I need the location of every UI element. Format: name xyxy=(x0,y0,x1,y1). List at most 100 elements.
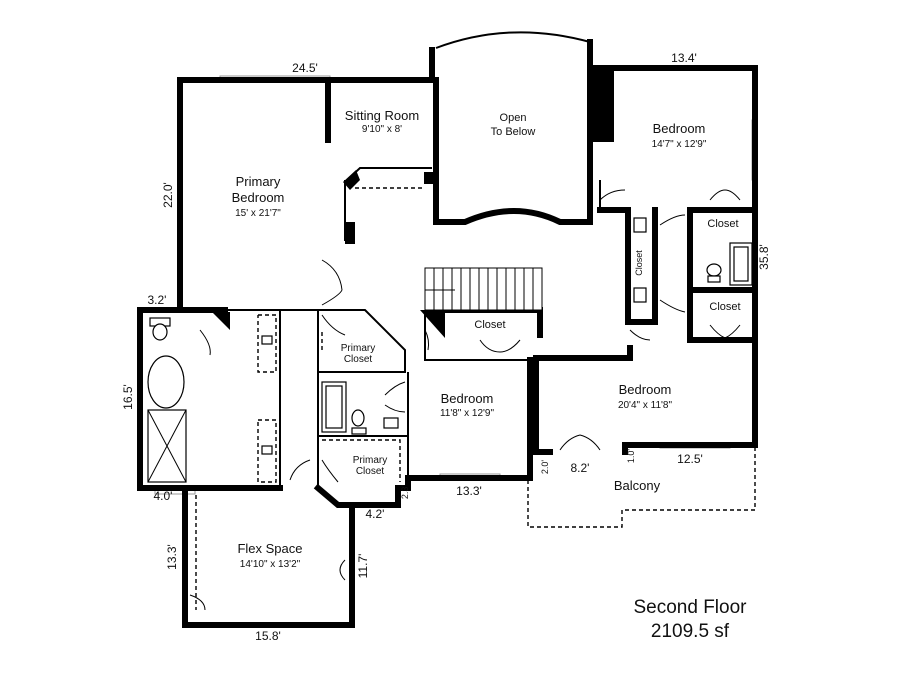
bathtub-2-inner xyxy=(325,385,343,429)
dash-vanity-2 xyxy=(257,419,277,483)
label-primary-closet-2-line1: Primary xyxy=(353,455,387,466)
dim-top-bedroom: 13.4' xyxy=(671,51,697,65)
dim-bath-left: 16.5' xyxy=(121,384,135,410)
label-sitting-room: Sitting Room xyxy=(345,108,419,123)
door-arc-balcony-1[interactable] xyxy=(559,434,581,451)
bathtub-oval xyxy=(147,355,185,409)
dim-small-2-0: 2.0' xyxy=(540,460,550,475)
label-primary-line1: Primary xyxy=(236,174,281,189)
dim-bedroom-bottom: 13.3' xyxy=(456,484,482,498)
dim-small-2-3: 2.3' xyxy=(400,485,410,500)
door-arc-flex-left[interactable] xyxy=(189,594,206,611)
label-bedroom-center: Bedroom xyxy=(441,391,494,406)
sink-ne-1 xyxy=(633,217,647,233)
door-arc-ne-hall-2[interactable] xyxy=(659,299,686,313)
door-arc-primary-1[interactable] xyxy=(321,259,343,291)
door-arc-bath[interactable] xyxy=(199,329,211,356)
toilet-ne-tank xyxy=(707,275,721,283)
label-open-line1: Open xyxy=(500,112,527,124)
dim-small-1-0: 1.0' xyxy=(626,449,636,464)
sink-2 xyxy=(261,445,273,455)
door-arc-closet-ne-1[interactable] xyxy=(709,189,726,201)
dim-flex-top-left: 4.0' xyxy=(154,489,173,503)
wall-block-open xyxy=(424,172,436,184)
wall-east-west xyxy=(533,345,633,455)
wall-primary-north xyxy=(177,47,435,313)
label-closet-center: Closet xyxy=(474,319,505,331)
wall-block-bath xyxy=(212,312,230,330)
label-balcony: Balcony xyxy=(614,478,661,493)
door-arc-flex-2[interactable] xyxy=(321,459,339,483)
label-closet-ne-bottom: Closet xyxy=(709,301,740,313)
wall-bath-west xyxy=(137,307,188,491)
sink-1 xyxy=(261,335,273,345)
wall-open-west xyxy=(429,47,439,223)
label-closet-ne-top: Closet xyxy=(707,218,738,230)
dashed-lines xyxy=(195,187,756,610)
sink-3 xyxy=(383,417,399,429)
label-closet-ne-mid: Closet xyxy=(634,250,644,276)
door-arc-east[interactable] xyxy=(629,329,651,341)
dim-balcony-right: 12.5' xyxy=(677,452,703,466)
dimension-labels: 24.5' 13.4' 22.0' 3.2' 16.5' 35.8' 4.0' … xyxy=(121,51,771,643)
label-bedroom-center-dims: 11'8" x 12'9" xyxy=(440,408,495,419)
door-arc-ne-bedroom[interactable] xyxy=(599,189,626,201)
wall-open-south xyxy=(433,208,593,225)
label-bedroom-east: Bedroom xyxy=(619,382,672,397)
label-bedroom-ne: Bedroom xyxy=(653,121,706,136)
bathtub-ne-inner xyxy=(733,246,749,282)
doors xyxy=(189,189,741,611)
door-arc-closet-ne-3[interactable] xyxy=(709,324,726,339)
sink-ne-2 xyxy=(633,287,647,303)
door-arc-primary-2[interactable] xyxy=(321,289,343,306)
door-arc-closet-center-1[interactable] xyxy=(479,339,501,353)
label-open-line2: To Below xyxy=(491,126,536,138)
wall-ne-outer xyxy=(587,65,758,448)
dim-bath-top: 3.2' xyxy=(148,293,167,307)
door-arc-closet-ne-2[interactable] xyxy=(724,189,741,201)
dash-balcony xyxy=(527,448,756,528)
door-arc-balcony-2[interactable] xyxy=(579,434,601,451)
dim-balcony-door: 8.2' xyxy=(571,461,590,475)
label-flex-space: Flex Space xyxy=(237,541,302,556)
dim-top-primary: 24.5' xyxy=(292,61,318,75)
label-bedroom-ne-dims: 14'7" x 12'9" xyxy=(652,139,707,150)
floor-area: 2109.5 sf xyxy=(651,621,730,642)
label-bedroom-east-dims: 20'4" x 11'8" xyxy=(618,400,673,411)
wall-block-sitting xyxy=(345,222,355,244)
wall-open-arc-top xyxy=(435,31,591,49)
wall-block-corner xyxy=(343,170,360,190)
shower-cross-2 xyxy=(147,409,187,483)
label-primary-closet-1-line1: Primary xyxy=(341,343,375,354)
wall-ne-closets xyxy=(597,207,658,325)
dim-right-east: 35.8' xyxy=(757,244,771,270)
door-arc-bath2-b[interactable] xyxy=(384,404,406,413)
wall-flex-ne xyxy=(313,483,355,508)
label-primary-closet-2-line2: Closet xyxy=(356,466,385,477)
label-sitting-room-dims: 9'10" x 8' xyxy=(362,124,402,135)
dim-flex-right: 11.7' xyxy=(356,554,370,579)
door-arc-flex-side[interactable] xyxy=(339,559,346,581)
room-labels: Sitting Room 9'10" x 8' Open To Below Be… xyxy=(232,108,741,570)
dim-flex-left: 13.3' xyxy=(165,544,179,570)
label-primary-dims: 15' x 21'7" xyxy=(235,208,281,219)
door-arc-closet-ne-4[interactable] xyxy=(724,324,741,339)
label-primary-closet-1-line2: Closet xyxy=(344,354,373,365)
door-arc-center[interactable] xyxy=(424,329,430,351)
door-arc-closet-1[interactable] xyxy=(321,314,346,336)
wall-center-north xyxy=(424,310,530,361)
door-arc-flex-1[interactable] xyxy=(289,459,311,481)
fixtures xyxy=(147,217,753,483)
wall-blocks xyxy=(212,68,614,338)
toilet-bowl-1 xyxy=(152,323,168,341)
stair-treads xyxy=(433,268,534,310)
dash-closet-2 xyxy=(322,439,401,482)
wall-primary-closet-1 xyxy=(225,309,406,373)
floor-name: Second Floor xyxy=(633,597,747,618)
door-arc-bath2[interactable] xyxy=(384,381,406,396)
label-flex-space-dims: 14'10" x 13'2" xyxy=(240,559,301,570)
door-arc-ne-hall[interactable] xyxy=(659,214,686,226)
interior-walls xyxy=(225,167,601,488)
dim-flex-top-right: 4.2' xyxy=(366,507,385,521)
door-arc-closet-center-2[interactable] xyxy=(499,339,521,353)
